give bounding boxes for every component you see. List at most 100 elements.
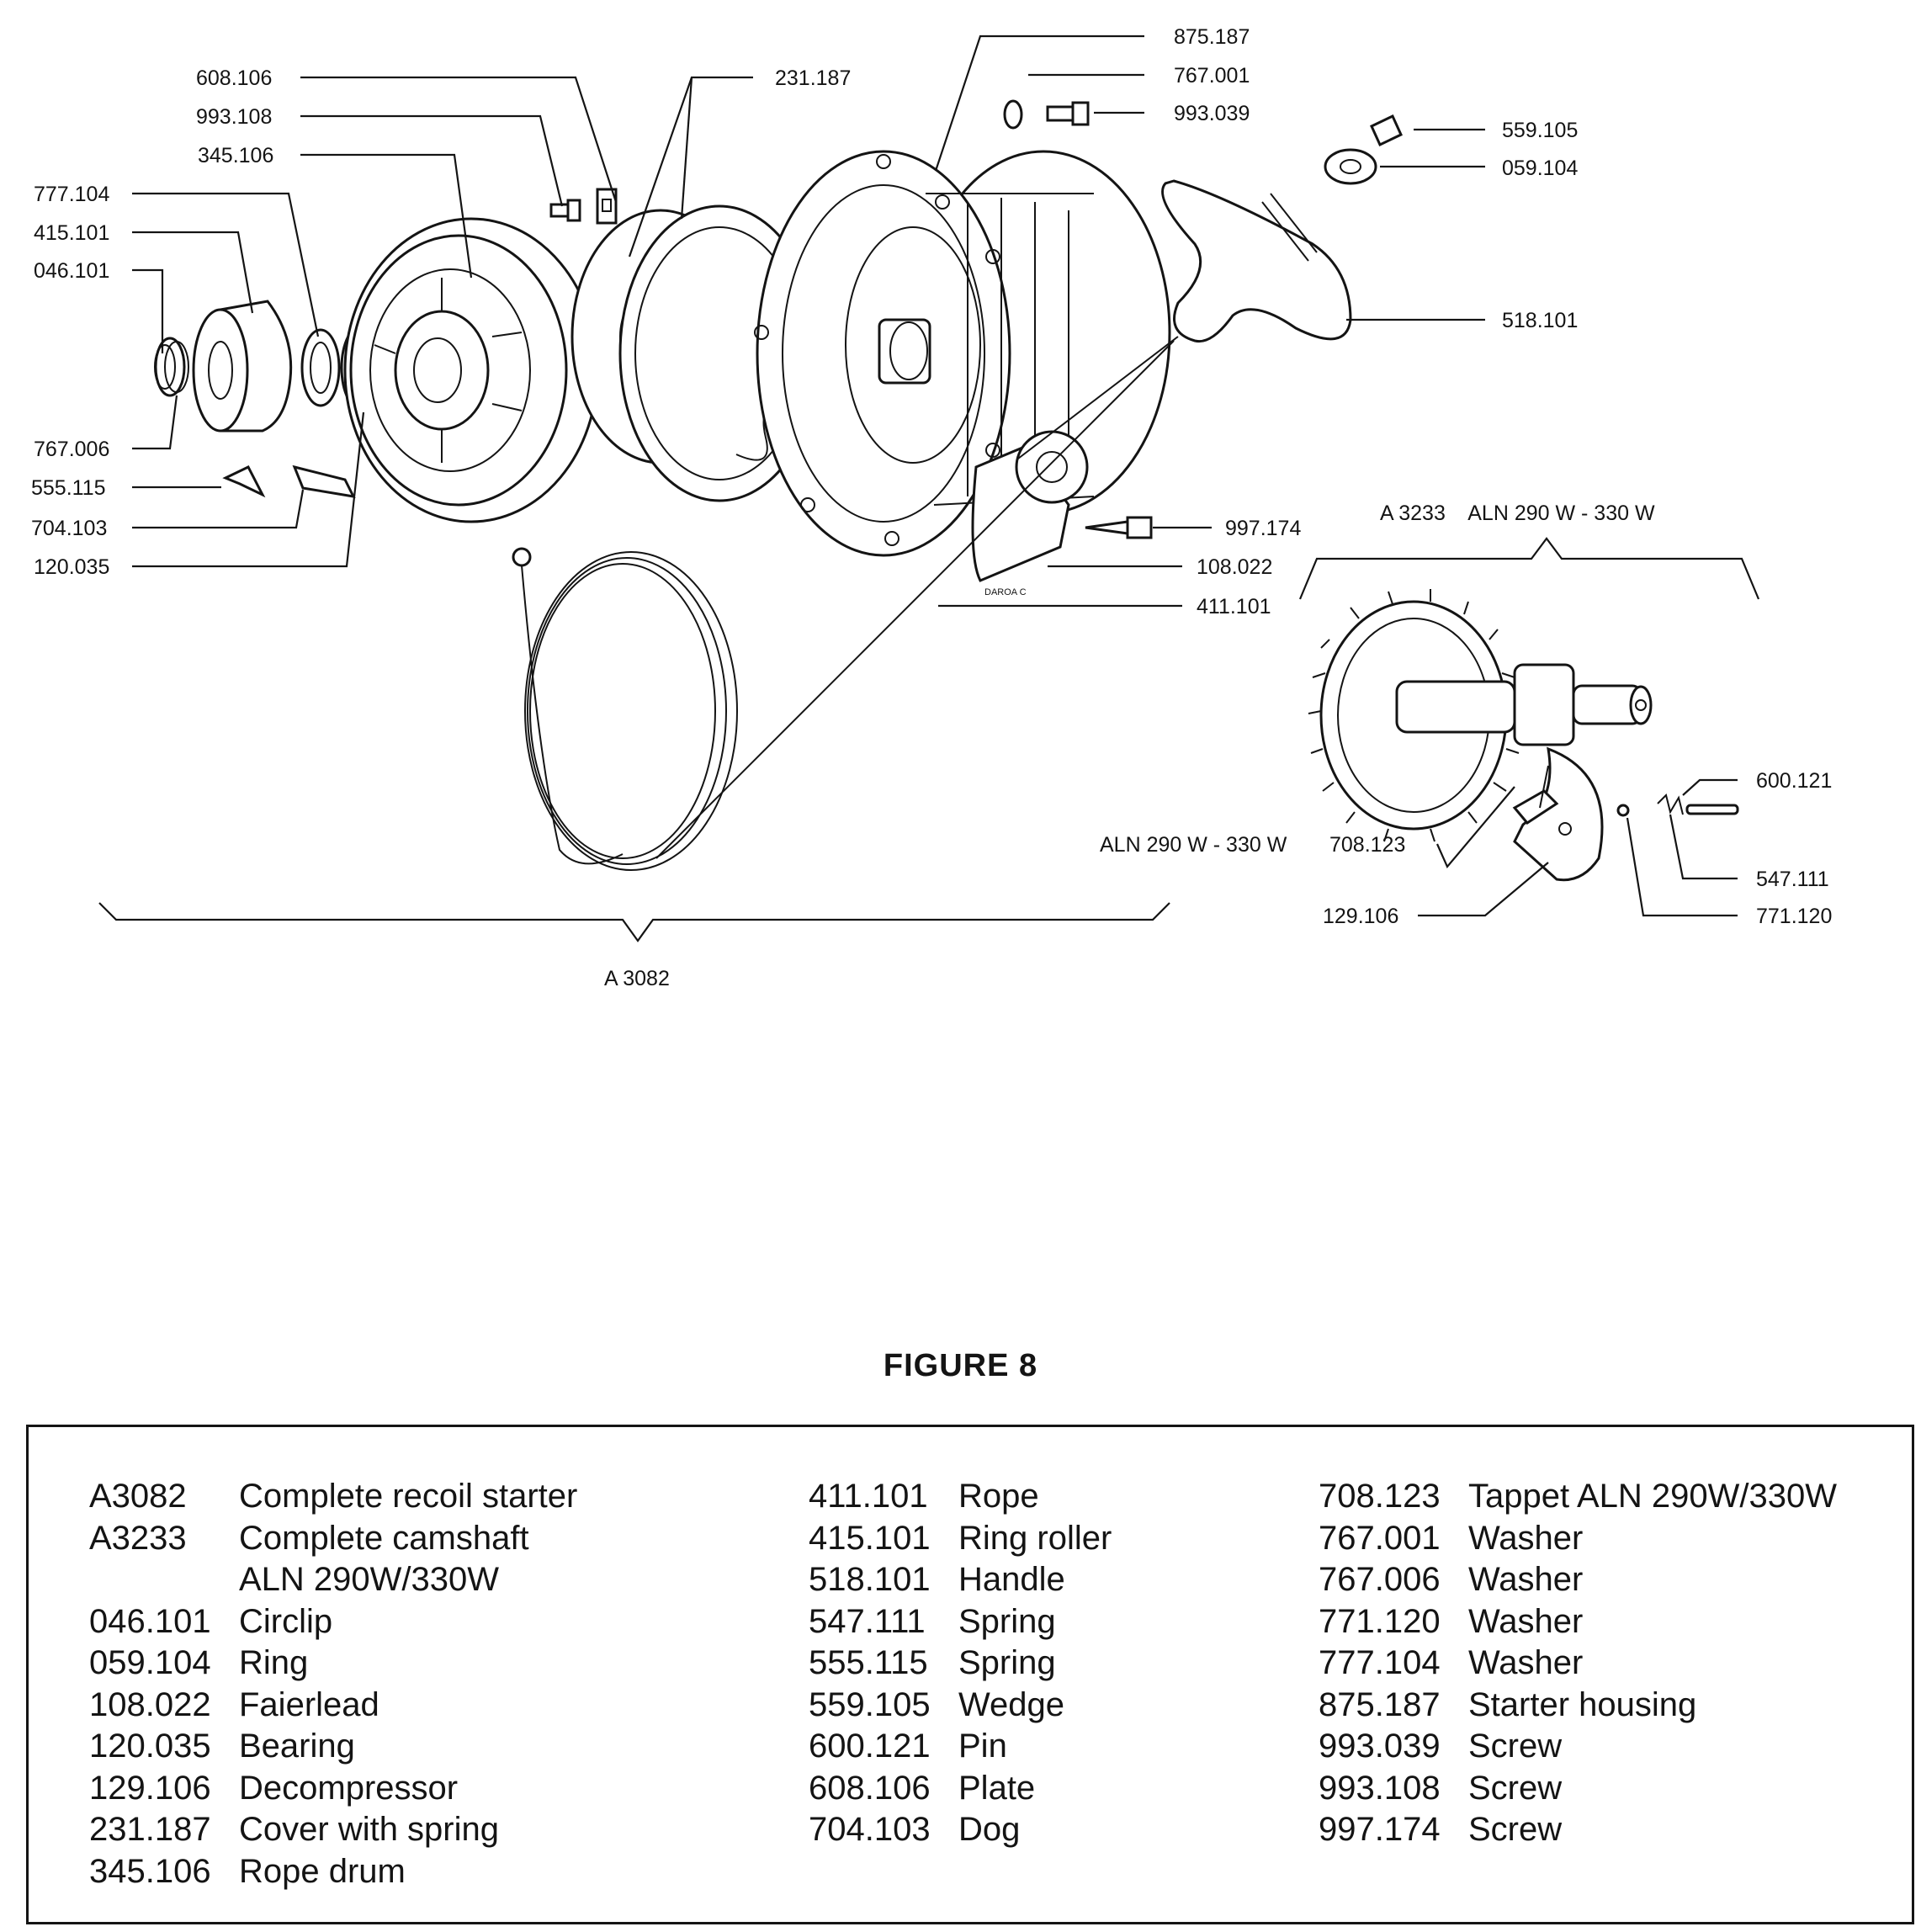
part-description: Washer (1468, 1519, 1584, 1557)
exploded-parts-diagram: 875.187 767.001 993.039 559.105 059.104 … (31, 25, 1832, 990)
callout-555-115: 555.115 (31, 476, 106, 500)
part-code: 129.106 (89, 1769, 211, 1807)
legend-row: 046.101 Circlip (89, 1601, 577, 1643)
callout-777-104: 777.104 (34, 183, 109, 206)
part-code: 767.001 (1319, 1519, 1441, 1557)
part-code: 771.120 (1319, 1602, 1441, 1640)
part-description: Rope drum (239, 1852, 406, 1890)
ring-059-104 (1324, 148, 1377, 185)
spring-547-111 (1657, 794, 1684, 815)
decompressor-129-106 (1513, 746, 1604, 882)
washer-767-001 (1003, 99, 1023, 130)
figure-title: FIGURE 8 (883, 1348, 1038, 1383)
rope-411-101 (512, 336, 1179, 871)
callout-345-106: 345.106 (198, 144, 273, 167)
part-description: Screw (1468, 1769, 1563, 1807)
part-description: Bearing (239, 1728, 355, 1765)
part-code: 345.106 (89, 1852, 211, 1890)
rope-drum-345-106 (343, 217, 599, 523)
callout-120-035: 120.035 (34, 555, 109, 579)
callout-767-006: 767.006 (34, 438, 109, 461)
legend-row: 771.120 Washer (1319, 1601, 1837, 1643)
part-description: Screw (1468, 1728, 1563, 1765)
screw-993-039 (1046, 101, 1090, 126)
part-description: Ring (239, 1644, 309, 1681)
callout-411-101: 411.101 (1197, 595, 1271, 618)
part-description: Spring (958, 1644, 1056, 1681)
legend-row: A3233 Complete camshaft (89, 1518, 577, 1560)
part-code: 108.022 (89, 1685, 211, 1723)
part-code: 046.101 (89, 1602, 211, 1640)
ring-roller-415-101 (192, 300, 293, 433)
pin-600-121 (1685, 804, 1739, 815)
legend-row: 059.104 Ring (89, 1643, 577, 1685)
part-description: ALN 290W/330W (239, 1561, 500, 1598)
handle-518-101 (1161, 179, 1352, 343)
legend-row: 708.123 Tappet ALN 290W/330W (1319, 1476, 1837, 1518)
leader-lines (98, 34, 1760, 942)
callout-993-039: 993.039 (1174, 102, 1250, 125)
part-description: Complete camshaft (239, 1519, 529, 1557)
part-code: 600.121 (809, 1728, 931, 1765)
part-code: 231.187 (89, 1811, 211, 1848)
legend-row: ALN 290W/330W (89, 1559, 577, 1601)
part-description: Dog (958, 1811, 1021, 1848)
part-description: Cover with spring (239, 1811, 500, 1848)
part-description: Complete recoil starter (239, 1478, 578, 1515)
part-description: Wedge (958, 1685, 1065, 1723)
callout-059-104: 059.104 (1502, 157, 1578, 180)
callout-129-106: 129.106 (1323, 905, 1398, 928)
camshaft-shaft (1395, 663, 1653, 746)
part-description: Faierlead (239, 1685, 379, 1723)
legend-row: 993.108 Screw (1319, 1768, 1837, 1810)
part-description: Rope (958, 1478, 1039, 1515)
part-description: Circlip (239, 1602, 333, 1640)
part-description: Washer (1468, 1561, 1584, 1598)
screw-993-108 (549, 199, 581, 222)
callout-997-174: 997.174 (1225, 517, 1301, 540)
callout-a3233-header: A 3233 ALN 290 W - 330 W (1380, 502, 1655, 525)
part-description: Starter housing (1468, 1685, 1697, 1723)
callout-771-120: 771.120 (1756, 905, 1832, 928)
part-code: A3082 (89, 1478, 187, 1515)
part-code: 875.187 (1319, 1685, 1441, 1723)
callout-704-103: 704.103 (31, 517, 107, 540)
legend-row: 108.022 Faierlead (89, 1685, 577, 1727)
part-description: Tappet ALN 290W/330W (1468, 1478, 1838, 1515)
callout-a3082: A 3082 (604, 967, 670, 990)
part-code: 059.104 (89, 1644, 211, 1681)
part-code: 704.103 (809, 1811, 931, 1848)
part-description: Plate (958, 1769, 1036, 1807)
circlip-046-101 (154, 337, 189, 397)
part-code: 708.123 (1319, 1478, 1441, 1515)
part-code: 518.101 (809, 1561, 931, 1598)
callout-767-001: 767.001 (1174, 64, 1250, 88)
starter-housing-875-187 (754, 150, 1171, 557)
screw-997-174 (1085, 516, 1153, 539)
part-description: Washer (1468, 1602, 1584, 1640)
part-description: Handle (958, 1561, 1065, 1598)
part-description: Washer (1468, 1644, 1584, 1681)
callout-875-187: 875.187 (1174, 25, 1250, 49)
part-code: 997.174 (1319, 1811, 1441, 1848)
legend-row: 997.174 Screw (1319, 1809, 1837, 1851)
callout-559-105: 559.105 (1502, 119, 1578, 142)
callout-547-111: 547.111 (1756, 868, 1829, 891)
part-code: 411.101 (809, 1478, 928, 1515)
legend-row: A3082 Complete recoil starter (89, 1476, 577, 1518)
washer-771-120 (1616, 804, 1630, 817)
part-code: 993.108 (1319, 1769, 1441, 1807)
part-code: A3233 (89, 1519, 187, 1557)
part-description: Screw (1468, 1811, 1563, 1848)
plate-608-106 (596, 188, 618, 225)
